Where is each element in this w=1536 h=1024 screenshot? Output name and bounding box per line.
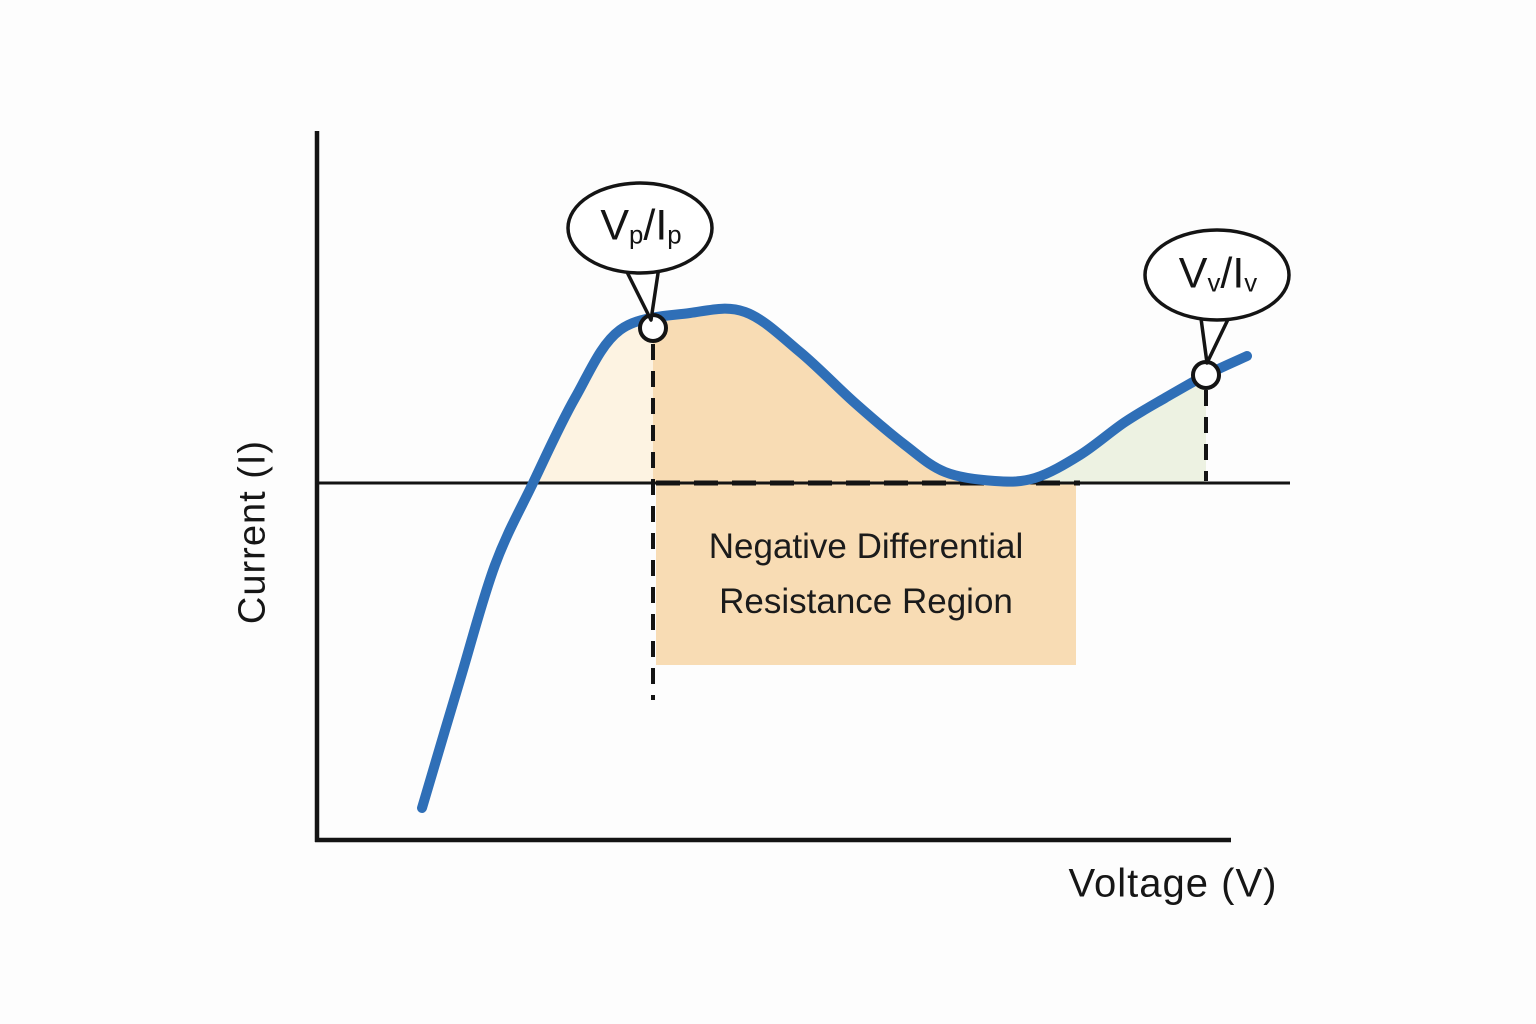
valley-point-marker [1191, 360, 1221, 390]
ndr-shaded-area [653, 308, 995, 483]
peak-point-marker [638, 313, 668, 343]
valley-annotation-bubble-tail [1198, 308, 1235, 365]
post-valley-shaded-area [995, 375, 1206, 483]
valley-annotation-bubble [1143, 228, 1291, 322]
peak-annotation-bubble-tail [620, 259, 662, 322]
ndr-region-box [656, 484, 1076, 665]
pre-peak-shaded-area [533, 317, 653, 483]
iv-curve [417, 303, 1252, 813]
peak-annotation-bubble [566, 181, 714, 275]
